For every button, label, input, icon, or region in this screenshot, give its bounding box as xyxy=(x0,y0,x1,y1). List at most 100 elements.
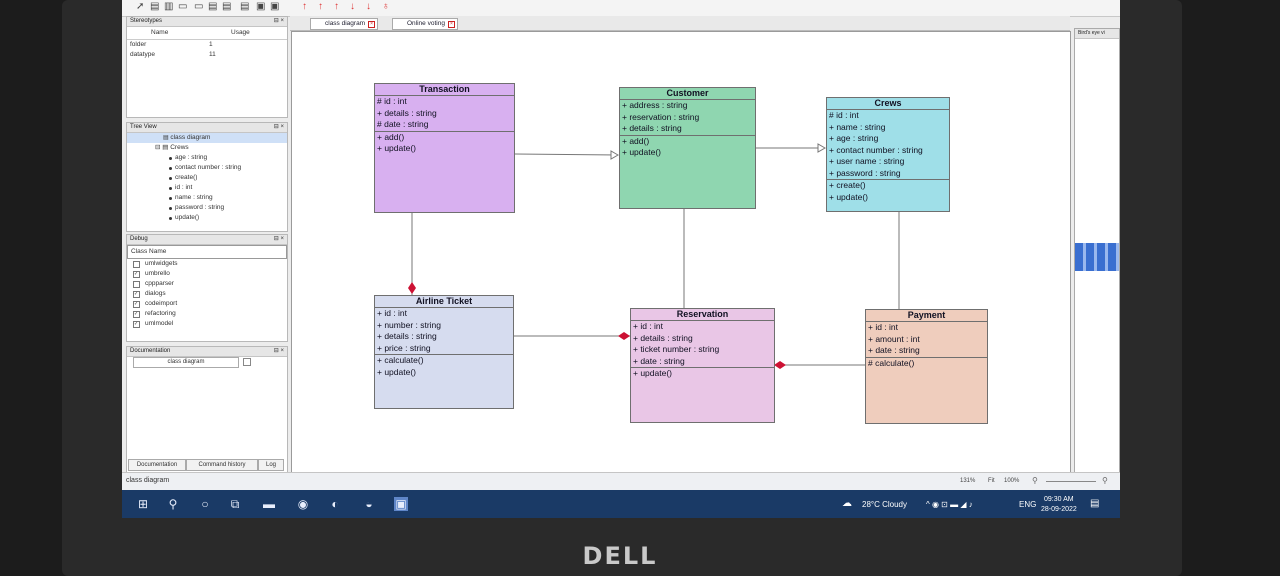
tree-item[interactable]: update() xyxy=(127,213,287,223)
file-explorer-icon[interactable]: ▬ xyxy=(263,497,275,511)
debug-header[interactable]: Class Name xyxy=(127,245,287,259)
notification-icon[interactable]: ▤ xyxy=(1090,498,1100,509)
documentation-checkbox[interactable] xyxy=(243,358,251,366)
column-usage-header[interactable]: Usage xyxy=(231,29,250,36)
entity-tool-icon[interactable]: ▤ xyxy=(240,1,250,12)
class-operation: + create() xyxy=(829,180,866,190)
weather-text[interactable]: 28°C Cloudy xyxy=(862,500,907,509)
language-indicator[interactable]: ENG xyxy=(1019,500,1037,509)
umbrello-icon[interactable]: ▣ xyxy=(394,497,408,511)
tray-icons[interactable]: ^ ◉ ⊡ ▬ ◢ ♪ xyxy=(926,500,973,509)
dell-logo: DELL xyxy=(582,542,658,570)
generalization-tool-icon[interactable]: ↑ xyxy=(302,1,307,12)
float-close-icon[interactable]: ⊟ × xyxy=(273,18,284,24)
package-tool-icon[interactable]: ▥ xyxy=(164,1,174,12)
tab-command-history[interactable]: Command history xyxy=(186,459,258,471)
association-tool-icon[interactable]: ↓ xyxy=(350,1,355,12)
association-line[interactable] xyxy=(514,153,619,156)
debug-checkbox[interactable] xyxy=(133,281,140,288)
tab-documentation[interactable]: Documentation xyxy=(128,459,186,471)
zoom-100-button[interactable]: 100% xyxy=(1004,478,1020,484)
zoom-out-icon[interactable]: ⚲ xyxy=(1032,476,1038,485)
debug-item[interactable]: umlwidgets xyxy=(127,259,287,269)
interface-tool-icon[interactable]: ▭ xyxy=(194,1,204,12)
debug-item[interactable]: ✓codeimport xyxy=(127,299,287,309)
class-airline-ticket[interactable]: Airline Ticket + id : int+ number : stri… xyxy=(374,295,514,409)
enum-tool-icon[interactable]: ▤ xyxy=(222,1,232,12)
tree-item[interactable]: name : string xyxy=(127,193,287,203)
panel-title-text: Tree View xyxy=(130,124,157,130)
class-payment[interactable]: Payment + id : int+ amount : int+ date :… xyxy=(865,309,988,424)
documentation-field[interactable]: class diagram xyxy=(133,357,239,368)
stereotypes-panel: Stereotypes⊟ × Name Usage folder 1 datat… xyxy=(126,16,288,118)
debug-checkbox[interactable]: ✓ xyxy=(133,271,140,278)
stereotype-row[interactable]: datatype 11 xyxy=(127,50,287,60)
class-name: Airline Ticket xyxy=(375,296,513,308)
zoom-in-icon[interactable]: ⚲ xyxy=(1102,476,1108,485)
tree-item[interactable]: age : string xyxy=(127,153,287,163)
tree-item[interactable]: password : string xyxy=(127,203,287,213)
debug-checkbox[interactable]: ✓ xyxy=(133,321,140,328)
class-reservation[interactable]: Reservation + id : int+ details : string… xyxy=(630,308,775,423)
clock-time[interactable]: 09:30 AM xyxy=(1044,496,1074,503)
task-view-icon[interactable]: ⧉ xyxy=(230,497,240,511)
class-tool-icon[interactable]: ▤ xyxy=(150,1,160,12)
stereotype-row[interactable]: folder 1 xyxy=(127,40,287,50)
class-customer[interactable]: Customer + address : string+ reservation… xyxy=(619,87,756,209)
debug-checkbox[interactable]: ✓ xyxy=(133,291,140,298)
debug-item[interactable]: ✓umlmodel xyxy=(127,319,287,329)
column-name-header[interactable]: Name xyxy=(151,29,169,36)
diagram-canvas[interactable]: Transaction # id : int+ details : string… xyxy=(291,31,1071,474)
debug-checkbox[interactable]: ✓ xyxy=(133,311,140,318)
aggregation-tool-icon[interactable]: ↑ xyxy=(318,1,323,12)
note-tool-icon[interactable]: ▭ xyxy=(178,1,188,12)
chrome-icon[interactable]: ◉ xyxy=(297,497,309,511)
artifact-tool-icon[interactable]: ▣ xyxy=(256,1,266,12)
class-attribute: + contact number : string xyxy=(829,144,923,155)
class-attribute: + id : int xyxy=(377,308,408,318)
tree-item[interactable]: create() xyxy=(127,173,287,183)
class-transaction[interactable]: Transaction # id : int+ details : string… xyxy=(374,83,515,213)
float-close-icon[interactable]: ⊟ × xyxy=(273,124,284,130)
tab-class-diagram[interactable]: class diagram× xyxy=(310,18,379,30)
tree-item[interactable]: contact number : string xyxy=(127,163,287,173)
weather-icon[interactable]: ☁ xyxy=(842,498,852,509)
close-icon[interactable]: × xyxy=(368,21,376,28)
tree-root-item[interactable]: ▤ class diagram xyxy=(127,133,287,143)
containment-tool-icon[interactable]: ♁ xyxy=(382,1,390,12)
tree-node-crews[interactable]: ⊟ ▤ Crews xyxy=(127,143,287,153)
component-tool-icon[interactable]: ▣ xyxy=(270,1,280,12)
debug-checkbox[interactable] xyxy=(133,261,140,268)
dependency-tool-icon[interactable]: ↑ xyxy=(334,1,339,12)
class-crews[interactable]: Crews # id : int+ name : string+ age : s… xyxy=(826,97,950,212)
debug-checkbox[interactable]: ✓ xyxy=(133,301,140,308)
clock-date[interactable]: 28-09-2022 xyxy=(1041,506,1077,513)
firefox-icon[interactable]: ◐ xyxy=(331,497,339,511)
debug-item[interactable]: ✓dialogs xyxy=(127,289,287,299)
class-operation: + update() xyxy=(633,368,672,378)
debug-item[interactable]: ✓refactoring xyxy=(127,309,287,319)
composition-tool-icon[interactable]: ↓ xyxy=(366,1,371,12)
zoom-slider[interactable] xyxy=(1046,481,1096,482)
pointer-tool-icon[interactable]: ➚ xyxy=(136,1,145,12)
class-operation: + update() xyxy=(377,366,416,377)
windows-start-icon[interactable]: ⊞ xyxy=(137,497,149,511)
tree-item[interactable]: id : int xyxy=(127,183,287,193)
debug-item[interactable]: cppparser xyxy=(127,279,287,289)
cortana-icon[interactable]: ○ xyxy=(201,497,209,511)
fit-button[interactable]: Fit xyxy=(988,478,995,484)
float-close-icon[interactable]: ⊟ × xyxy=(273,348,284,354)
search-icon[interactable]: ⚲ xyxy=(168,497,178,511)
tab-log[interactable]: Log xyxy=(258,459,284,471)
debug-item[interactable]: ✓ umbrello xyxy=(127,269,287,279)
close-icon[interactable]: × xyxy=(447,21,455,28)
zoom-level: 131% xyxy=(960,478,976,484)
debug-item-label: umbrello xyxy=(145,270,170,277)
expand-icon[interactable]: ⊟ xyxy=(155,144,163,151)
edge-icon[interactable]: ◒ xyxy=(365,497,373,511)
datatype-tool-icon[interactable]: ▤ xyxy=(208,1,218,12)
float-close-icon[interactable]: ⊟ × xyxy=(273,236,284,242)
attributes: # id : int+ name : string+ age : string+… xyxy=(827,110,949,180)
tab-online-voting[interactable]: Online voting× xyxy=(392,18,458,30)
birds-eye-preview[interactable] xyxy=(1075,243,1119,271)
